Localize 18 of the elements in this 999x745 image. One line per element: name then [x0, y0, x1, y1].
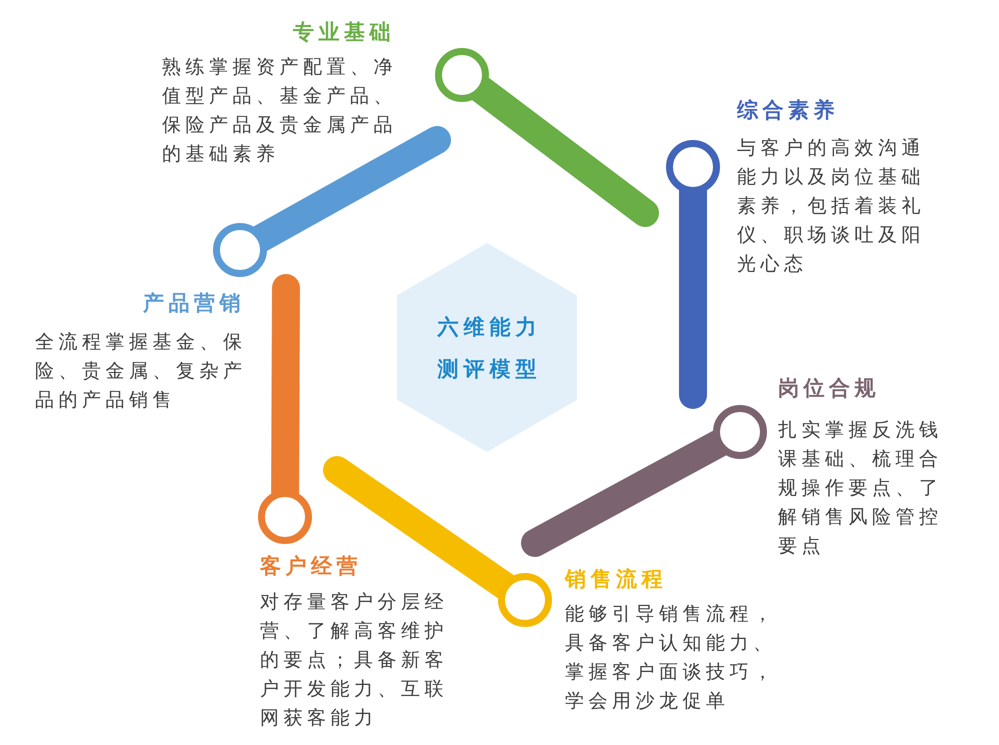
description-text: 熟练掌握资产配置、净值型产品、基金产品、保险产品及贵金属产品的基础素养 — [162, 55, 398, 167]
section-heading: 产品营销 — [143, 290, 245, 316]
ring-node — [713, 405, 767, 459]
description-text: 对存量客户分层经营、了解高客维护的要点；具备新客户开发能力、互联网获客能力 — [260, 590, 449, 731]
section-heading: 岗位合规 — [778, 375, 880, 401]
description-text: 与客户的高效沟通能力以及岗位基础素养，包括着装礼仪、职场谈吐及阳光心态 — [737, 136, 926, 277]
model-title: 六维能力测评模型 — [436, 314, 542, 382]
ring-node — [498, 573, 552, 627]
hexagon-node — [397, 243, 577, 452]
section-heading: 销售流程 — [565, 566, 667, 592]
section-heading: 客户经营 — [260, 553, 362, 579]
ring-node — [435, 48, 489, 102]
section-heading: 综合素养 — [737, 97, 839, 123]
ring-node — [213, 223, 267, 277]
description-text: 全流程掌握基金、保险、贵金属、复杂产品的产品销售 — [35, 330, 248, 413]
description-text: 能够引导销售流程，具备客户认知能力、掌握客户面谈技巧，学会用沙龙促单 — [565, 602, 778, 714]
section-heading: 专业基础 — [293, 19, 395, 45]
description-text: 扎实掌握反洗钱课基础、梳理合规操作要点、了解销售风险管控要点 — [778, 418, 944, 559]
